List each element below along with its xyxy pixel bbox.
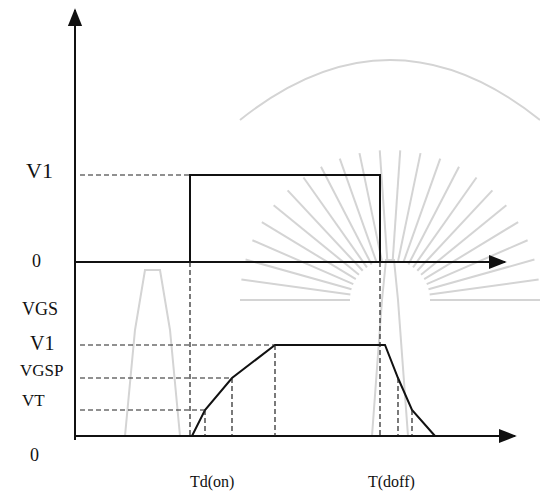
level-label: 0	[32, 252, 41, 270]
time-label: Td(on)	[190, 474, 234, 490]
level-label: VGS	[22, 300, 58, 318]
level-label: VT	[22, 392, 45, 409]
vgs-waveform	[75, 345, 435, 436]
level-label: VGSP	[20, 362, 63, 379]
time-label: T(doff)	[368, 474, 415, 490]
guide-lines	[80, 175, 412, 436]
level-label: V1	[30, 333, 54, 353]
watermark-emblem	[125, 60, 540, 436]
vertical-axis	[74, 10, 76, 440]
level-label: 0	[30, 446, 39, 464]
level-label: V1	[26, 160, 53, 182]
input-pulse	[75, 175, 380, 262]
